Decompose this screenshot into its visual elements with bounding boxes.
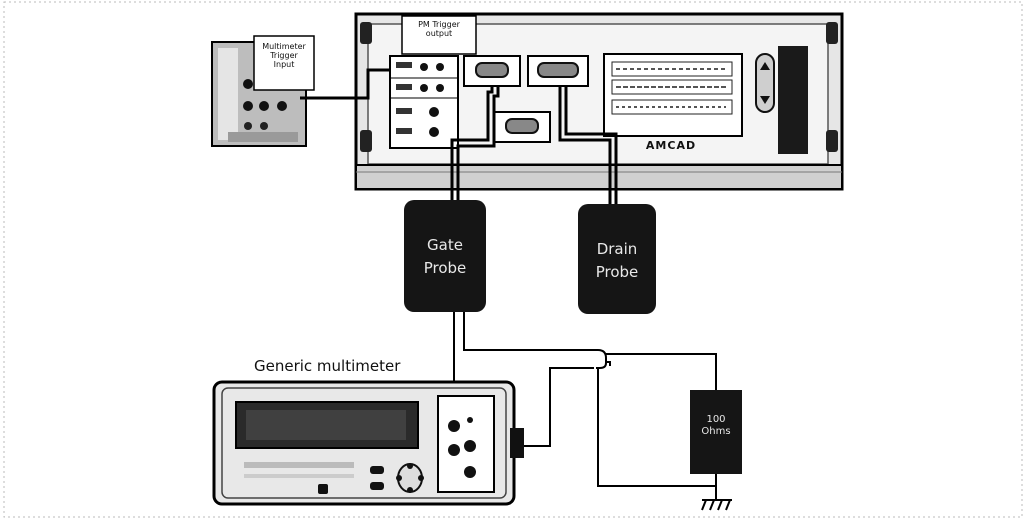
- resistor-box: [690, 390, 742, 474]
- resistor-label: 100 Ohms: [701, 414, 731, 437]
- pm-trigger-output-label: PM Trigger output: [418, 20, 460, 39]
- multimeter-device: [212, 380, 524, 506]
- trigger-input-label-box: [253, 35, 315, 91]
- ground-icon: [701, 499, 732, 511]
- gate-probe-label: Gate Probe: [423, 236, 467, 278]
- drain-probe-box: [578, 204, 656, 314]
- drain-probe-label: Drain Probe: [595, 240, 639, 282]
- probe-cables: [450, 86, 618, 204]
- figure-border: [3, 1, 1023, 518]
- trigger-output-label-box: [401, 15, 477, 55]
- multimeter-trigger-input-label: Multimeter Trigger Input: [262, 42, 306, 70]
- gate-probe-box: [404, 200, 486, 312]
- brand-label: AMCAD: [645, 139, 697, 152]
- generic-multimeter-label: Generic multimeter: [254, 357, 401, 375]
- trigger-cable: [300, 68, 390, 100]
